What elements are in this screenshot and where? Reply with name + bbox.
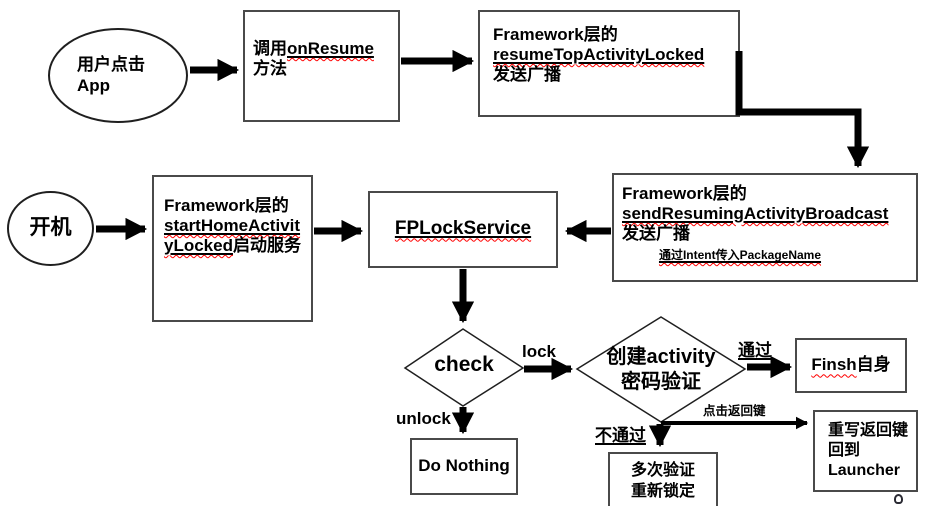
call-onresume-term: onResume <box>287 39 374 58</box>
user-click-line1: 用户点击 <box>77 55 145 75</box>
stray-mark <box>894 494 903 504</box>
node-fplock-service: FPLockService <box>368 191 558 268</box>
node-user-click-app: 用户点击 App <box>48 28 188 123</box>
rewrite-back-line3: Launcher <box>828 462 901 479</box>
finsh-suffix: 自身 <box>856 355 891 375</box>
start-home-term1: startHomeActivit <box>164 216 301 236</box>
node-call-onresume: 调用onResume 方法 <box>243 10 400 122</box>
create-activity-line1: 创建activity <box>606 346 716 368</box>
send-resuming-line1: Framework层的 <box>622 184 747 203</box>
rewrite-back-line1: 重写返回键 <box>828 422 909 439</box>
edge-label-back-key: 点击返回键 <box>703 404 766 418</box>
node-resume-top-activity-text: Framework层的 resumeTopActivityLocked 发送广播 <box>493 25 736 85</box>
resume-top-line1: Framework层的 <box>493 25 618 44</box>
edge-label-unlock: unlock <box>396 409 451 428</box>
start-home-suffix: 启动服务 <box>232 236 301 256</box>
node-boot: 开机 <box>7 191 94 266</box>
node-do-nothing: Do Nothing <box>410 438 518 495</box>
resume-top-line3: 发送广播 <box>493 65 561 85</box>
user-click-line2: App <box>77 75 111 95</box>
node-finsh-self: Finsh自身 <box>795 338 907 393</box>
call-onresume-line1: 调用onResume <box>253 39 394 59</box>
node-send-resuming-broadcast: Framework层的 sendResumingActivityBroadcas… <box>612 173 918 282</box>
call-onresume-line2: 方法 <box>253 59 287 79</box>
send-resuming-line3: 发送广播 <box>622 224 690 244</box>
call-onresume-prefix: 调用 <box>253 39 287 58</box>
node-resume-top-activity: Framework层的 resumeTopActivityLocked 发送广播 <box>478 10 740 117</box>
send-resuming-note: 通过Intent传入PackageName <box>658 248 822 263</box>
node-start-home-activity: Framework层的 startHomeActivit yLocked启动服务 <box>152 175 313 322</box>
edge-label-fail: 不通过 <box>595 426 646 445</box>
node-user-click-app-text: 用户点击 App <box>50 55 145 95</box>
multi-verify-line1: 多次验证 <box>630 462 695 480</box>
resume-top-term: resumeTopActivityLocked <box>493 45 705 65</box>
node-rewrite-back-key: 重写返回键 回到 Launcher <box>813 410 918 492</box>
node-send-resuming-broadcast-text: Framework层的 sendResumingActivityBroadcas… <box>622 184 914 262</box>
start-home-term2: yLocked <box>164 236 233 256</box>
node-call-onresume-text: 调用onResume 方法 <box>253 39 394 79</box>
node-fplock-service-text: FPLockService <box>394 218 532 240</box>
node-do-nothing-text: Do Nothing <box>418 456 510 476</box>
edge-label-lock: lock <box>522 342 557 361</box>
edge-label-pass: 通过 <box>738 341 772 360</box>
multi-verify-line2: 重新锁定 <box>630 483 695 500</box>
arrow-resumetop-to-sendresuming <box>735 51 870 169</box>
start-home-line1: Framework层的 <box>164 196 289 215</box>
node-create-activity-text: 创建activity 密码验证 <box>569 345 753 395</box>
finsh-term: Finsh <box>811 355 857 375</box>
node-boot-text: 开机 <box>29 216 72 240</box>
rewrite-back-line2: 回到 <box>828 442 861 459</box>
node-check-text: check <box>434 353 494 376</box>
create-activity-line2: 密码验证 <box>621 371 701 393</box>
send-resuming-term: sendResumingActivityBroadcast <box>622 204 889 224</box>
node-start-home-activity-text: Framework层的 startHomeActivit yLocked启动服务 <box>164 196 309 256</box>
node-multi-verify: 多次验证 重新锁定 <box>608 452 718 506</box>
